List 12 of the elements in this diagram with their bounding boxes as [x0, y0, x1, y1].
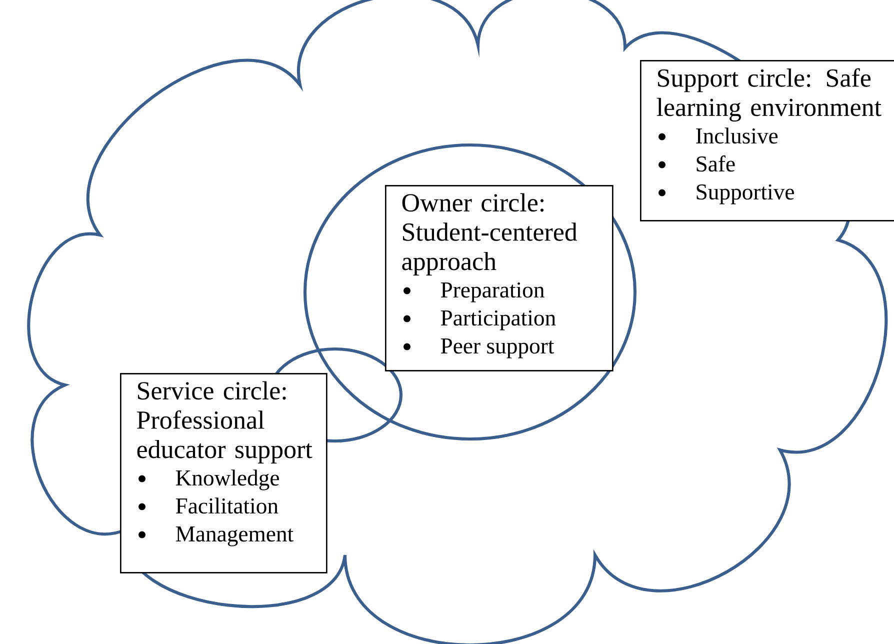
bullet-item: Facilitation [176, 498, 278, 514]
box-heading: Support circle: Safe learning environment [656, 68, 882, 122]
bullet-item: Preparation [440, 282, 544, 302]
bullet-item: Peer support [440, 338, 554, 358]
bullet-item: Management [176, 526, 294, 546]
box-heading: Service circle: Professional educator support [137, 381, 312, 464]
bullet-item: Participation [440, 310, 556, 330]
bullet-item: Safe [696, 155, 735, 172]
bullet-item: Knowledge [176, 470, 279, 490]
bullet-item: Supportive [696, 184, 794, 204]
box-heading: Owner circle: Student-centered approach [402, 193, 578, 276]
bullet-item: Inclusive [696, 128, 778, 144]
